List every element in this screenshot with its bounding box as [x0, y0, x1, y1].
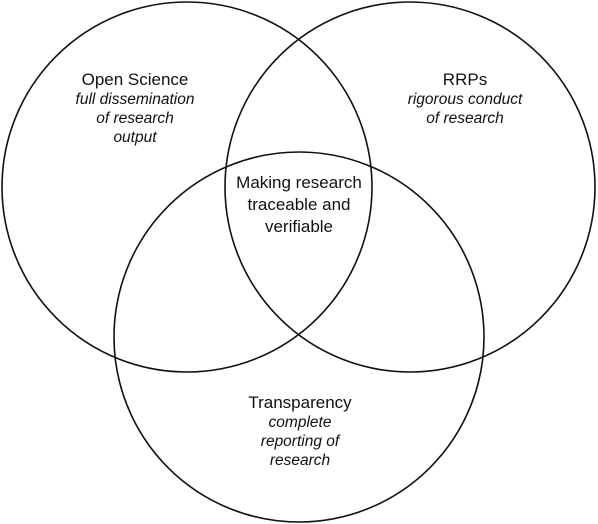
open-science-title: Open Science	[81, 70, 189, 89]
intersection-text: Making research traceable and verifiable	[236, 173, 362, 236]
circle-transparency	[113, 151, 485, 523]
intersection-label: Making research traceable and verifiable	[236, 172, 362, 237]
transparency-title: Transparency	[248, 393, 352, 412]
rrps-title: RRPs	[442, 70, 488, 89]
circle-rrps	[224, 1, 596, 373]
circle-open-science	[1, 1, 373, 373]
